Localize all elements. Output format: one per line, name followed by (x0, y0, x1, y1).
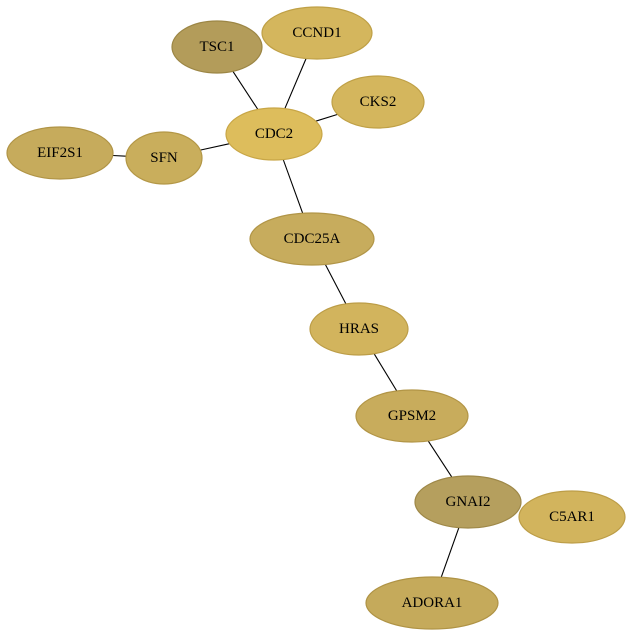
edge-ccnd1-cdc2 (284, 58, 307, 109)
edge-gnai2-adora1 (440, 527, 460, 578)
node-cdc25a[interactable]: CDC25A (249, 212, 375, 266)
edge-tsc1-cdc2 (232, 70, 259, 110)
node-label-gpsm2: GPSM2 (388, 408, 436, 424)
node-ellipse-cdc2[interactable] (225, 107, 323, 161)
node-ccnd1[interactable]: CCND1 (261, 6, 373, 60)
edges-layer (112, 58, 460, 578)
node-ellipse-hras[interactable] (309, 302, 409, 356)
node-ellipse-tsc1[interactable] (171, 20, 263, 74)
node-label-gnai2: GNAI2 (446, 494, 491, 510)
node-label-cdc2: CDC2 (255, 126, 293, 142)
node-ellipse-cks2[interactable] (331, 75, 425, 129)
node-gnai2[interactable]: GNAI2 (414, 475, 522, 529)
node-label-hras: HRAS (339, 321, 379, 337)
node-tsc1[interactable]: TSC1 (171, 20, 263, 74)
edge-cks2-cdc2 (315, 113, 338, 122)
node-ellipse-sfn[interactable] (125, 131, 203, 185)
node-ellipse-cdc25a[interactable] (249, 212, 375, 266)
node-ellipse-eif2s1[interactable] (6, 126, 114, 180)
node-c5ar1[interactable]: C5AR1 (518, 490, 626, 544)
node-ellipse-gpsm2[interactable] (355, 389, 469, 443)
node-label-eif2s1: EIF2S1 (37, 145, 83, 161)
node-adora1[interactable]: ADORA1 (365, 576, 499, 630)
node-sfn[interactable]: SFN (125, 131, 203, 185)
edge-eif2s1-sfn (112, 154, 127, 157)
node-label-adora1: ADORA1 (402, 595, 463, 611)
node-cks2[interactable]: CKS2 (331, 75, 425, 129)
node-label-tsc1: TSC1 (199, 39, 234, 55)
node-ellipse-ccnd1[interactable] (261, 6, 373, 60)
node-hras[interactable]: HRAS (309, 302, 409, 356)
edge-cdc2-cdc25a (282, 159, 304, 214)
node-label-cdc25a: CDC25A (284, 231, 341, 247)
node-cdc2[interactable]: CDC2 (225, 107, 323, 161)
edge-cdc25a-hras (324, 264, 347, 305)
node-ellipse-c5ar1[interactable] (518, 490, 626, 544)
node-eif2s1[interactable]: EIF2S1 (6, 126, 114, 180)
edge-gpsm2-gnai2 (427, 440, 453, 478)
node-label-c5ar1: C5AR1 (549, 509, 595, 525)
node-label-sfn: SFN (150, 150, 178, 166)
node-ellipse-adora1[interactable] (365, 576, 499, 630)
edge-hras-gpsm2 (373, 353, 398, 392)
node-gpsm2[interactable]: GPSM2 (355, 389, 469, 443)
node-ellipse-gnai2[interactable] (414, 475, 522, 529)
node-label-cks2: CKS2 (360, 94, 397, 110)
node-label-ccnd1: CCND1 (292, 25, 341, 41)
edge-sfn-cdc2 (200, 143, 230, 151)
